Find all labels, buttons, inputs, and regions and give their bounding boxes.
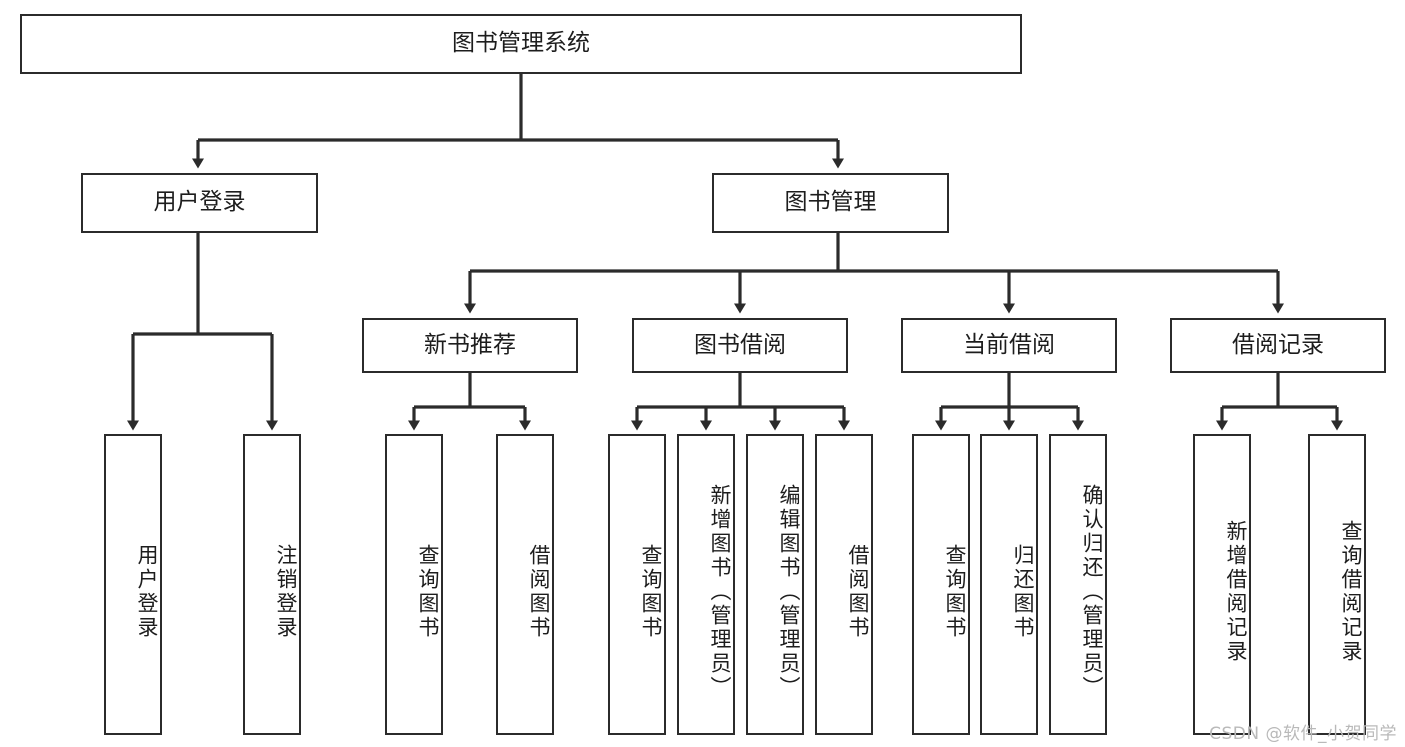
csdn-watermark: CSDN @软件_小贺同学 bbox=[1209, 724, 1397, 744]
node-leaf-user-logout[interactable]: 注销登录 bbox=[243, 434, 301, 735]
node-leaf-query-record-label: 查询借阅记录 bbox=[1339, 519, 1363, 664]
node-current-borrow-label: 当前借阅 bbox=[963, 331, 1055, 358]
node-leaf-borrow-book-2-label: 借阅图书 bbox=[846, 543, 870, 640]
node-root[interactable]: 图书管理系统 bbox=[20, 14, 1022, 74]
node-leaf-edit-book[interactable]: 编辑图书（管理员） bbox=[746, 434, 804, 735]
node-leaf-user-logout-label: 注销登录 bbox=[274, 543, 298, 640]
node-leaf-borrow-book-1[interactable]: 借阅图书 bbox=[496, 434, 554, 735]
node-leaf-add-book-label: 新增图书（管理员） bbox=[708, 483, 732, 700]
node-leaf-edit-book-label: 编辑图书（管理员） bbox=[777, 483, 801, 700]
node-leaf-borrow-book-2[interactable]: 借阅图书 bbox=[815, 434, 873, 735]
node-leaf-user-login-label: 用户登录 bbox=[135, 543, 159, 640]
node-leaf-add-book[interactable]: 新增图书（管理员） bbox=[677, 434, 735, 735]
node-leaf-return-book[interactable]: 归还图书 bbox=[980, 434, 1038, 735]
node-leaf-query-book-2[interactable]: 查询图书 bbox=[608, 434, 666, 735]
node-borrow-record-label: 借阅记录 bbox=[1232, 331, 1324, 358]
node-new-book-recommend-label: 新书推荐 bbox=[424, 331, 516, 358]
node-book-borrow-label: 图书借阅 bbox=[694, 331, 786, 358]
node-book-manage[interactable]: 图书管理 bbox=[712, 173, 949, 233]
node-user-login-label: 用户登录 bbox=[153, 189, 246, 216]
node-leaf-query-book-1-label: 查询图书 bbox=[416, 543, 440, 640]
node-leaf-confirm-return-label: 确认归还（管理员） bbox=[1080, 483, 1104, 700]
node-current-borrow[interactable]: 当前借阅 bbox=[901, 318, 1117, 373]
node-root-label: 图书管理系统 bbox=[452, 30, 590, 57]
node-borrow-record[interactable]: 借阅记录 bbox=[1170, 318, 1386, 373]
node-leaf-borrow-book-1-label: 借阅图书 bbox=[527, 543, 551, 640]
node-leaf-query-record[interactable]: 查询借阅记录 bbox=[1308, 434, 1366, 735]
node-new-book-recommend[interactable]: 新书推荐 bbox=[362, 318, 578, 373]
node-leaf-confirm-return[interactable]: 确认归还（管理员） bbox=[1049, 434, 1107, 735]
node-leaf-user-login[interactable]: 用户登录 bbox=[104, 434, 162, 735]
node-leaf-add-record[interactable]: 新增借阅记录 bbox=[1193, 434, 1251, 735]
node-leaf-return-book-label: 归还图书 bbox=[1011, 543, 1035, 640]
node-leaf-query-book-3[interactable]: 查询图书 bbox=[912, 434, 970, 735]
node-user-login[interactable]: 用户登录 bbox=[81, 173, 318, 233]
node-leaf-query-book-3-label: 查询图书 bbox=[943, 543, 967, 640]
node-leaf-query-book-1[interactable]: 查询图书 bbox=[385, 434, 443, 735]
node-leaf-add-record-label: 新增借阅记录 bbox=[1224, 519, 1248, 664]
node-leaf-query-book-2-label: 查询图书 bbox=[639, 543, 663, 640]
node-book-borrow[interactable]: 图书借阅 bbox=[632, 318, 848, 373]
node-book-manage-label: 图书管理 bbox=[784, 189, 877, 216]
